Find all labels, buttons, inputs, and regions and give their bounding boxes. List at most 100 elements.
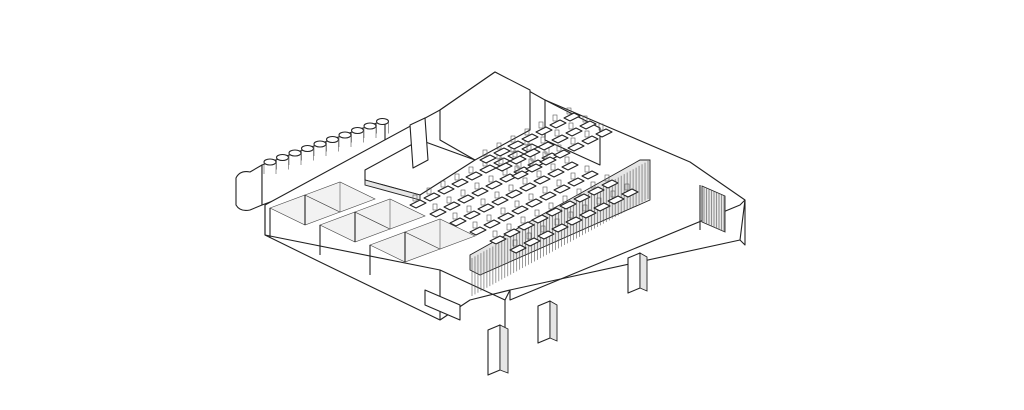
monitor xyxy=(466,205,472,213)
monitor xyxy=(528,158,534,166)
monitor xyxy=(520,216,526,224)
desk xyxy=(565,127,583,137)
monitor xyxy=(468,166,474,174)
desk xyxy=(469,226,487,236)
desk xyxy=(521,133,539,143)
monitor xyxy=(556,179,562,187)
monitor xyxy=(540,225,546,233)
monitor xyxy=(440,180,446,188)
desk xyxy=(479,154,497,164)
monitor xyxy=(570,172,576,180)
cellular-offices xyxy=(269,181,476,275)
monitor xyxy=(496,142,502,150)
desk xyxy=(423,192,441,202)
desk xyxy=(551,223,569,233)
desk xyxy=(483,219,501,229)
monitor xyxy=(460,189,466,197)
desk xyxy=(547,168,565,178)
monitor xyxy=(562,195,568,203)
desk xyxy=(593,202,611,212)
desk xyxy=(531,214,549,224)
desk xyxy=(505,189,523,199)
desk xyxy=(525,198,543,208)
monitor xyxy=(548,202,554,210)
desk xyxy=(553,149,571,159)
monitor xyxy=(582,115,588,123)
planter-cylinder xyxy=(363,122,377,130)
desk xyxy=(409,199,427,209)
curved-screen-wall xyxy=(235,117,390,211)
desk xyxy=(533,175,551,185)
desk xyxy=(477,203,495,213)
monitor xyxy=(534,209,540,217)
monitor xyxy=(426,187,432,195)
desk xyxy=(485,180,503,190)
monitor xyxy=(536,170,542,178)
desk xyxy=(429,208,447,218)
monitor xyxy=(432,203,438,211)
monitor xyxy=(512,150,518,158)
facade-louvers xyxy=(701,185,726,233)
planter-cylinder xyxy=(350,126,365,135)
monitor xyxy=(452,212,458,220)
monitor xyxy=(514,200,520,208)
monitor xyxy=(508,184,514,192)
monitor xyxy=(598,123,604,131)
monitor xyxy=(568,211,574,219)
desk xyxy=(517,221,535,231)
monitor xyxy=(524,128,530,136)
monitor xyxy=(550,163,556,171)
monitor xyxy=(498,157,504,165)
monitor xyxy=(584,165,590,173)
monitor xyxy=(542,151,548,159)
monitor xyxy=(486,214,492,222)
monitor xyxy=(510,135,516,143)
desk xyxy=(537,141,555,151)
monitor xyxy=(566,107,572,115)
monitor xyxy=(492,230,498,238)
planter-cylinder xyxy=(263,158,277,166)
desk xyxy=(539,156,557,166)
planter-cylinder xyxy=(275,153,290,162)
desk xyxy=(451,178,469,188)
monitor xyxy=(554,218,560,226)
monitor xyxy=(512,239,518,247)
monitor xyxy=(582,204,588,212)
desk xyxy=(509,155,527,165)
monitor xyxy=(526,232,532,240)
planter-cylinder xyxy=(375,117,390,126)
desk xyxy=(553,184,571,194)
monitor xyxy=(488,175,494,183)
monitor xyxy=(500,207,506,215)
monitor xyxy=(540,136,546,144)
monitor xyxy=(556,144,562,152)
planter-cylinder xyxy=(300,144,315,153)
desk xyxy=(579,209,597,219)
monitor xyxy=(474,182,480,190)
desk xyxy=(595,128,613,138)
desk xyxy=(509,244,527,254)
columns xyxy=(424,252,648,376)
desk xyxy=(465,171,483,181)
desk xyxy=(579,120,597,130)
monitor xyxy=(542,186,548,194)
monitor xyxy=(412,194,418,202)
monitor xyxy=(514,165,520,173)
desk xyxy=(545,207,563,217)
desk xyxy=(523,148,541,158)
desk xyxy=(567,142,585,152)
desk xyxy=(511,170,529,180)
planter-cylinder xyxy=(325,135,340,144)
monitor xyxy=(564,156,570,164)
desk xyxy=(457,194,475,204)
desk xyxy=(563,112,581,122)
desk xyxy=(607,195,625,205)
desk xyxy=(525,163,543,173)
meeting-rooms xyxy=(364,71,601,201)
monitor xyxy=(446,196,452,204)
planter-cylinder xyxy=(313,140,327,148)
desk xyxy=(539,191,557,201)
desk xyxy=(559,200,577,210)
desk xyxy=(507,140,525,150)
